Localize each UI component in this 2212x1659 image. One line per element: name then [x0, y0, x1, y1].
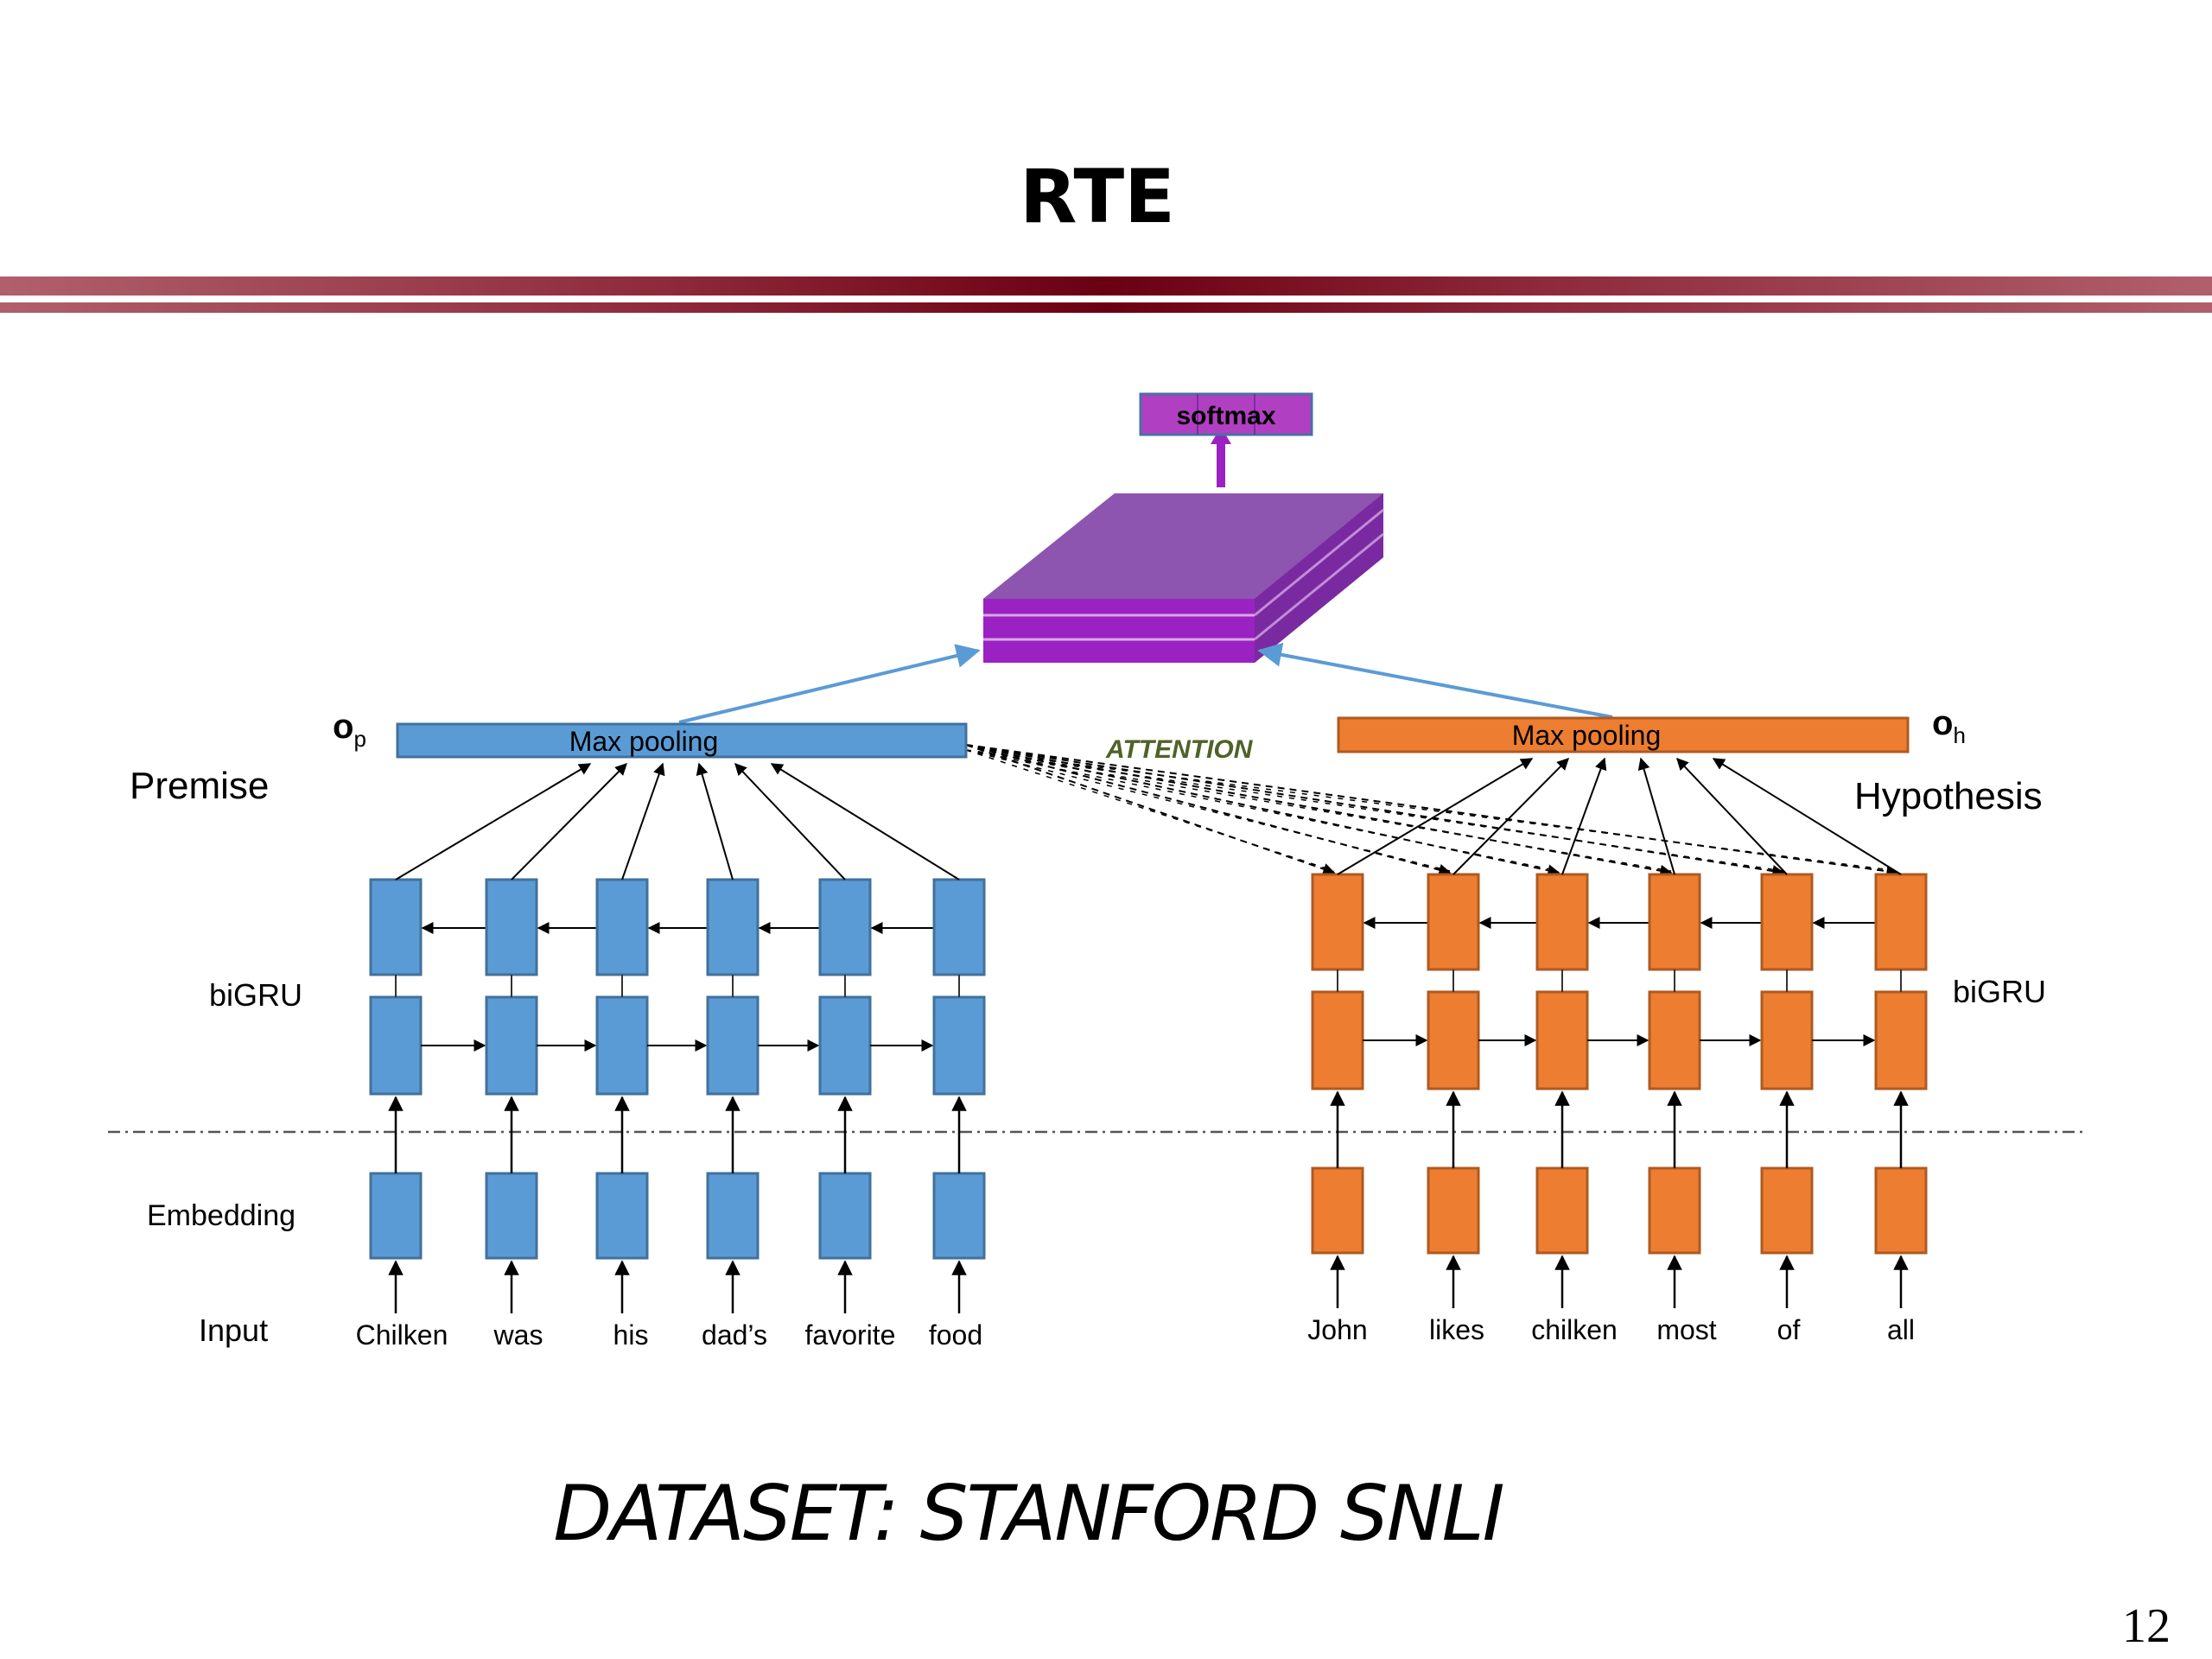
hypothesis-bigru-label: biGRU: [1953, 974, 2046, 1009]
gru-backward-cell: [1311, 873, 1364, 971]
gru-backward-cell: [1535, 873, 1589, 971]
gru-to-pooling-arrow: [1712, 758, 1902, 875]
premise-output-label: op: [333, 708, 366, 752]
attention-line: [965, 744, 1785, 877]
gru-backward-cell: [1427, 873, 1480, 971]
embedding-cell: [485, 1172, 538, 1260]
input-word: chilken: [1531, 1314, 1618, 1345]
input-word: food: [929, 1319, 982, 1351]
gru-to-pooling-arrow: [621, 762, 665, 880]
gru-forward-cell: [932, 995, 986, 1096]
embedding-cell: [1535, 1166, 1589, 1255]
premise-network: Chilken was his dad’s favorite food: [356, 762, 986, 1351]
gru-forward-cell: [595, 995, 649, 1096]
title-divider-band: [0, 276, 2212, 296]
title-divider-band-thin: [0, 302, 2212, 313]
hypothesis-max-pooling-label: Max pooling: [1512, 720, 1662, 751]
gru-backward-cell: [595, 878, 649, 976]
softmax-arrow-shaft: [1217, 442, 1225, 487]
embedding-cell: [595, 1172, 649, 1260]
input-word: favorite: [805, 1319, 896, 1351]
hypothesis-output-label: oh: [1932, 704, 1966, 748]
embedding-label: Embedding: [147, 1199, 296, 1232]
gru-to-pooling-arrow: [696, 762, 734, 880]
attention-line-secondary: [965, 749, 1335, 872]
embedding-cell: [818, 1172, 872, 1260]
attention-line: [965, 744, 1673, 877]
gru-forward-cell: [1535, 990, 1589, 1090]
input-label: Input: [199, 1313, 268, 1348]
premise-max-pooling-bar: [396, 722, 968, 759]
gru-forward-cell: [706, 995, 760, 1096]
gru-backward-cell: [1760, 873, 1814, 971]
gru-forward-cell: [1648, 990, 1701, 1090]
hypothesis-section-label: Hypothesis: [1854, 775, 2043, 817]
hypothesis-to-classifier-connector: [1257, 642, 1613, 719]
input-word: all: [1887, 1314, 1915, 1345]
embedding-cell: [369, 1172, 423, 1260]
gru-forward-cell: [1874, 990, 1928, 1090]
gru-backward-cell: [932, 878, 986, 976]
gru-forward-cell: [1311, 990, 1364, 1090]
gru-to-pooling-arrow: [734, 762, 846, 880]
gru-backward-cell: [369, 878, 423, 976]
gru-to-pooling-arrow: [1452, 758, 1569, 875]
attention-line: [965, 744, 1560, 877]
gru-to-pooling-arrow: [770, 763, 960, 880]
gru-backward-cell: [1648, 873, 1701, 971]
premise-bigru-label: biGRU: [209, 977, 302, 1013]
premise-to-classifier-connector: [678, 644, 981, 724]
attention-line-secondary: [965, 749, 1672, 872]
input-word: John: [1307, 1314, 1367, 1345]
gru-forward-cell: [1760, 990, 1814, 1090]
input-word: most: [1656, 1314, 1716, 1345]
dataset-caption: DATASET: STANFORD SNLI: [553, 1469, 1504, 1558]
embedding-cell: [1427, 1166, 1480, 1255]
attention-label: ATTENTION: [1105, 735, 1254, 764]
hypothesis-network: John likes chilken most of all: [1307, 757, 1928, 1345]
gru-to-pooling-arrow: [1561, 757, 1607, 875]
attention-line-secondary: [965, 749, 1560, 872]
softmax-label: softmax: [1176, 402, 1275, 430]
page-number: 12: [2122, 1599, 2171, 1653]
embedding-cell: [1311, 1166, 1364, 1255]
embedding-cell: [932, 1172, 986, 1260]
gru-forward-cell: [485, 995, 538, 1096]
gru-to-pooling-arrow: [1637, 757, 1675, 875]
hypothesis-max-pooling-bar: [1337, 716, 1910, 753]
premise-section-label: Premise: [130, 765, 269, 807]
softmax-box: [1139, 392, 1313, 436]
gru-forward-cell: [818, 995, 872, 1096]
gru-backward-cell: [706, 878, 760, 976]
gru-to-pooling-arrow: [1676, 757, 1788, 875]
attention-line-secondary: [965, 749, 1451, 872]
input-word: was: [493, 1319, 543, 1351]
slide-title: RTE: [1020, 154, 1175, 240]
classifier-layer-stack: [983, 493, 1384, 663]
embedding-cell: [1648, 1166, 1701, 1255]
embedding-cell: [1760, 1166, 1814, 1255]
input-word: dad’s: [702, 1319, 767, 1351]
attention-line: [965, 744, 1899, 878]
embedding-cell: [1874, 1166, 1928, 1255]
gru-forward-cell: [369, 995, 423, 1096]
input-word: of: [1777, 1314, 1801, 1345]
input-word: Chilken: [356, 1319, 448, 1351]
attention-line-secondary: [965, 749, 1784, 872]
gru-backward-cell: [1874, 873, 1928, 971]
premise-max-pooling-label: Max pooling: [569, 726, 719, 757]
attention-line: [965, 744, 1336, 875]
gru-to-pooling-arrow: [1337, 758, 1534, 875]
gru-backward-cell: [818, 878, 872, 976]
embedding-cell: [706, 1172, 760, 1260]
gru-backward-cell: [485, 878, 538, 976]
gru-forward-cell: [1427, 990, 1480, 1090]
input-word: likes: [1429, 1314, 1484, 1345]
gru-to-pooling-arrow: [395, 763, 592, 880]
attention-connections: [965, 744, 1899, 878]
input-word: his: [613, 1319, 649, 1351]
gru-to-pooling-arrow: [511, 763, 627, 880]
